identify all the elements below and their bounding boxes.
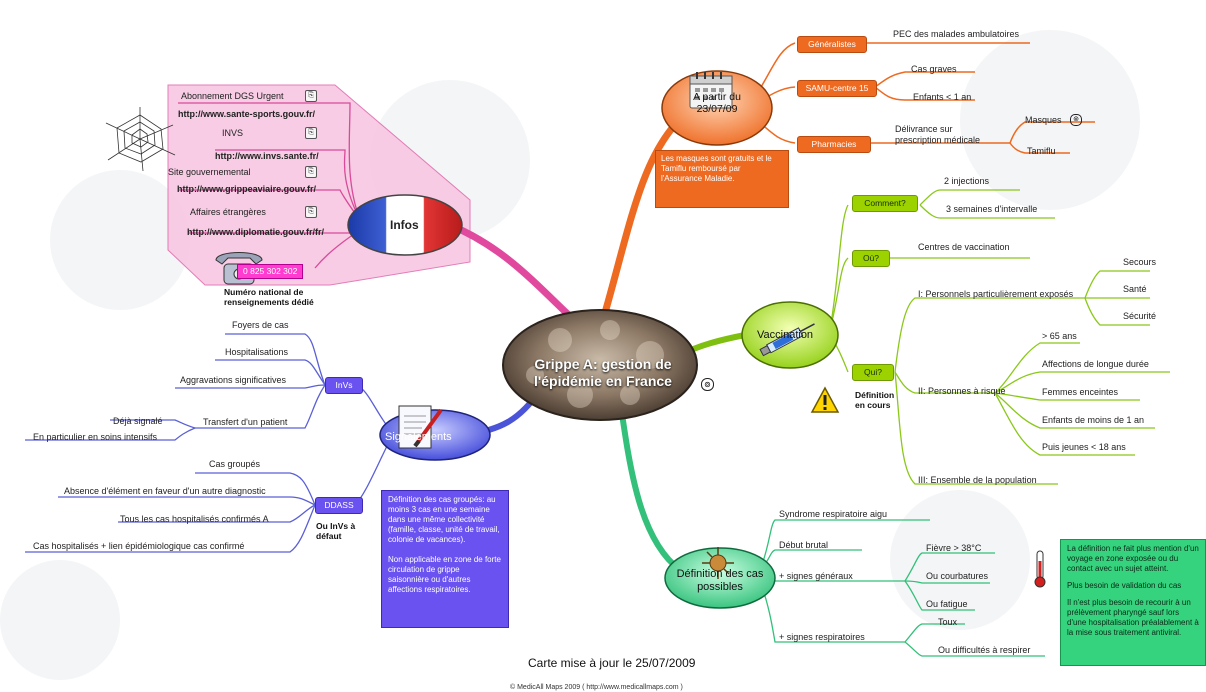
warning-label: Définition en cours [855, 390, 895, 410]
attachment-icon[interactable]: ⊚ [701, 378, 714, 391]
node-centres[interactable]: Centres de vaccination [918, 242, 1010, 252]
node-invs[interactable]: InVs [325, 377, 363, 394]
node-enfants-1an[interactable]: Enfants < 1 an [913, 92, 972, 102]
definition-note-p1: La définition ne fait plus mention d'un … [1067, 544, 1199, 573]
node-hospitalises-a[interactable]: Tous les cas hospitalisés confirmés A [120, 514, 269, 524]
node-ou[interactable]: Où? [852, 250, 890, 267]
spider-web-icon [105, 107, 176, 172]
node-65-ans[interactable]: > 65 ans [1042, 331, 1077, 341]
footer-updated: Carte mise à jour le 25/07/2009 [528, 656, 696, 670]
node-difficultes[interactable]: Ou difficultés à respirer [938, 645, 1031, 655]
info-url-sante[interactable]: http://www.sante-sports.gouv.fr/ [178, 109, 315, 119]
node-3-semaines[interactable]: 3 semaines d'intervalle [946, 204, 1038, 214]
top-note-text: Les masques sont gratuits et le Tamiflu … [661, 154, 772, 183]
link-icon[interactable]: ⎘ [305, 127, 317, 139]
vaccination-hub-title: Vaccination [757, 329, 814, 341]
info-invs[interactable]: INVS [222, 128, 244, 138]
node-comment[interactable]: Comment? [852, 195, 918, 212]
node-absence[interactable]: Absence d'élément en faveur d'un autre d… [64, 486, 266, 496]
node-signes-generaux[interactable]: + signes généraux [779, 571, 853, 581]
node-foyers[interactable]: Foyers de cas [232, 320, 289, 330]
info-abonnement[interactable]: Abonnement DGS Urgent [181, 91, 284, 101]
node-samu[interactable]: SAMU-centre 15 [797, 80, 877, 97]
definition-note: La définition ne fait plus mention d'un … [1060, 539, 1206, 666]
definition-note-p2: Plus besoin de validation du cas [1067, 581, 1182, 590]
node-pharmacies[interactable]: Pharmacies [797, 136, 871, 153]
node-qui[interactable]: Qui? [852, 364, 894, 381]
info-url-invs[interactable]: http://www.invs.sante.fr/ [215, 151, 319, 161]
virus-icon [702, 547, 734, 579]
node-group-3[interactable]: III: Ensemble de la population [918, 475, 1037, 485]
node-generalistes[interactable]: Généralistes [797, 36, 867, 53]
definition-hub-title: Définition des cas possibles [676, 568, 764, 593]
node-sante[interactable]: Santé [1123, 284, 1147, 294]
node-toux[interactable]: Toux [938, 617, 958, 627]
node-jeunes[interactable]: Puis jeunes < 18 ans [1042, 442, 1126, 452]
node-lien-epidemio[interactable]: Cas hospitalisés + lien épidémiologique … [33, 541, 245, 551]
node-tamiflu[interactable]: Tamiflu [1027, 146, 1056, 156]
node-masques[interactable]: Masques [1025, 115, 1062, 125]
node-group-2[interactable]: II: Personnes à risque [918, 386, 1006, 396]
node-enfants[interactable]: Enfants de moins de 1 an [1042, 415, 1145, 425]
node-soins-intensifs[interactable]: En particulier en soins intensifs [33, 432, 158, 442]
thermometer-icon [1034, 550, 1046, 588]
node-securite[interactable]: Sécurité [1123, 311, 1157, 321]
node-debut-brutal[interactable]: Début brutal [779, 540, 829, 550]
node-ddass[interactable]: DDASS [315, 497, 363, 514]
calendar-icon [689, 72, 733, 109]
phone-label: Numéro national de renseignements dédié [224, 287, 314, 307]
top-note: Les masques sont gratuits et le Tamiflu … [655, 150, 789, 208]
info-site-gouv[interactable]: Site gouvernemental [168, 167, 251, 177]
link-icon[interactable]: ⎘ [305, 166, 317, 178]
central-title: Grippe A: gestion de l'épidémie en Franc… [534, 356, 672, 389]
node-hospitalisations[interactable]: Hospitalisations [225, 347, 289, 357]
top-hub-title: A partir du 23/07/09 [693, 91, 741, 115]
definition-note-p3: Il n'est plus besoin de recourir à un pr… [1067, 598, 1199, 637]
node-pec[interactable]: PEC des malades ambulatoires [893, 29, 1020, 39]
signalements-note-p1: Définition des cas groupés: au moins 3 c… [388, 495, 500, 544]
node-group-1[interactable]: I: Personnels particulièrement exposés [918, 289, 1074, 299]
node-cas-graves[interactable]: Cas graves [911, 64, 957, 74]
node-syndrome[interactable]: Syndrome respiratoire aigu [779, 509, 888, 519]
node-femmes[interactable]: Femmes enceintes [1042, 387, 1119, 397]
node-cas-groupes[interactable]: Cas groupés [209, 459, 261, 469]
signalements-note-p2: Non applicable en zone de forte circulat… [388, 555, 501, 594]
document-pen-icon [398, 405, 443, 449]
node-deja-signale[interactable]: Déjà signalé [113, 416, 163, 426]
node-fatigue[interactable]: Ou fatigue [926, 599, 968, 609]
link-icon[interactable]: ⎘ [305, 206, 317, 218]
node-secours[interactable]: Secours [1123, 257, 1157, 267]
node-aggravations[interactable]: Aggravations significatives [180, 375, 287, 385]
node-courbatures[interactable]: Ou courbatures [926, 571, 989, 581]
signalements-hub-title: Signalements [385, 431, 452, 443]
node-delivrance[interactable]: Délivrance sur prescription médicale [895, 124, 981, 145]
node-affections[interactable]: Affections de longue durée [1042, 359, 1149, 369]
node-transfert[interactable]: Transfert d'un patient [203, 417, 288, 427]
masques-attachment-icon[interactable]: ⊚ [1070, 114, 1082, 126]
link-icon[interactable]: ⎘ [305, 90, 317, 102]
node-2-injections[interactable]: 2 injections [944, 176, 990, 186]
ddass-label: Ou InVs à défaut [316, 521, 356, 541]
info-affaires[interactable]: Affaires étrangères [190, 207, 266, 217]
node-signes-respiratoires[interactable]: + signes respiratoires [779, 632, 865, 642]
info-url-grippe[interactable]: http://www.grippeaviaire.gouv.fr/ [177, 184, 317, 194]
node-fievre[interactable]: Fièvre > 38°C [926, 543, 982, 553]
syringe-icon [759, 323, 815, 357]
phone-number-badge[interactable]: 0 825 302 302 [237, 264, 304, 279]
signalements-note: Définition des cas groupés: au moins 3 c… [381, 490, 509, 628]
warning-icon [810, 386, 840, 413]
footer-copyright: © MedicAll Maps 2009 ( http://www.medica… [510, 684, 683, 691]
infos-hub-title: Infos [390, 218, 419, 232]
info-url-diplomatie[interactable]: http://www.diplomatie.gouv.fr/fr/ [187, 227, 324, 237]
